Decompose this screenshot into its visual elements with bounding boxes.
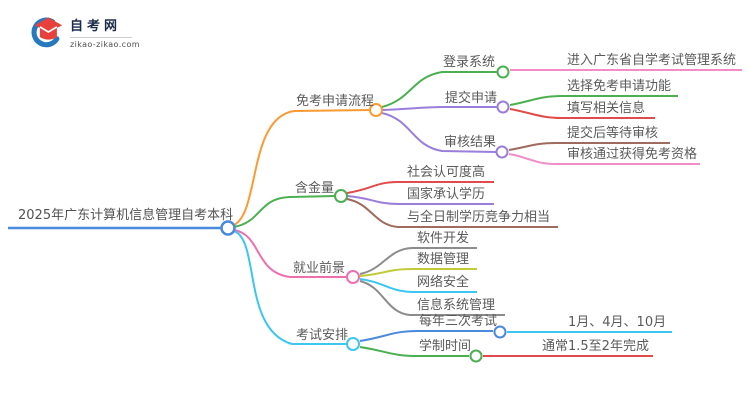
node-login-system[interactable]: 登录系统 bbox=[443, 55, 496, 70]
node-career-prospects[interactable]: 就业前景 bbox=[293, 261, 346, 276]
node-handle-login[interactable] bbox=[496, 65, 510, 79]
logo-domain: zikao-zikao.com bbox=[70, 40, 140, 49]
node-state-recognized[interactable]: 国家承认学历 bbox=[407, 187, 486, 202]
subbranch-line-exam-times bbox=[359, 330, 493, 342]
leaf-line-software-dev bbox=[359, 247, 477, 275]
branch-line-value bbox=[233, 195, 336, 228]
logo-divider bbox=[70, 37, 132, 38]
leaf-line-wait-review bbox=[508, 142, 670, 151]
node-network-security[interactable]: 网络安全 bbox=[417, 275, 470, 290]
node-handle-duration[interactable] bbox=[469, 349, 483, 363]
node-handle-exam[interactable] bbox=[346, 337, 360, 351]
node-wait-review[interactable]: 提交后等待审核 bbox=[567, 126, 659, 141]
node-get-qualification[interactable]: 审核通过获得免考资格 bbox=[567, 147, 698, 162]
node-data-mgmt[interactable]: 数据管理 bbox=[417, 252, 470, 267]
logo-title: 自考网 bbox=[70, 19, 122, 34]
leaf-line-social-recognition bbox=[346, 181, 494, 194]
subbranch-line-login bbox=[381, 71, 497, 108]
node-handle-value[interactable] bbox=[334, 189, 348, 203]
node-handle-exam-times[interactable] bbox=[493, 325, 507, 339]
root-node-label[interactable]: 2025年广东计算机信息管理自考本科 bbox=[18, 208, 234, 223]
leaf-line-network-security bbox=[359, 278, 477, 293]
node-software-dev[interactable]: 软件开发 bbox=[417, 231, 470, 246]
branch-line-exemption bbox=[233, 109, 371, 226]
branch-line-career bbox=[233, 229, 346, 278]
node-exam-schedule[interactable]: 考试安排 bbox=[296, 328, 349, 343]
branch-line-exam bbox=[233, 230, 346, 345]
subbranch-line-review bbox=[381, 112, 497, 153]
subbranch-line-duration bbox=[359, 346, 469, 357]
node-submit-application[interactable]: 提交申请 bbox=[445, 91, 498, 106]
leaf-line-data-mgmt bbox=[359, 268, 477, 277]
leaf-line-get-qualification bbox=[508, 153, 700, 165]
node-handle-career[interactable] bbox=[346, 270, 360, 284]
subbranch-line-submit bbox=[381, 106, 497, 111]
graduation-cap-icon bbox=[31, 17, 62, 48]
node-choose-function[interactable]: 选择免考申请功能 bbox=[567, 79, 672, 94]
node-exam-times[interactable]: 每年三次考试 bbox=[419, 314, 498, 329]
node-handle-review[interactable] bbox=[495, 145, 509, 159]
node-fulltime-competitive[interactable]: 与全日制学历竞争力相当 bbox=[407, 210, 551, 225]
leaf-line-state-recognized bbox=[346, 195, 494, 205]
node-enter-gd-system[interactable]: 进入广东省自学考试管理系统 bbox=[567, 53, 737, 68]
node-handle-exemption[interactable] bbox=[369, 103, 383, 117]
root-node-handle[interactable] bbox=[220, 220, 236, 236]
leaf-line-choose-function bbox=[509, 95, 678, 106]
leaf-line-fulltime-competitive bbox=[346, 198, 558, 228]
node-social-recognition[interactable]: 社会认可度高 bbox=[407, 165, 486, 180]
node-exam-months[interactable]: 1月、4月、10月 bbox=[568, 315, 667, 330]
site-logo[interactable]: 自考网 zikao-zikao.com bbox=[28, 14, 140, 50]
node-fill-info[interactable]: 填写相关信息 bbox=[567, 101, 646, 116]
leaf-line-fill-info bbox=[509, 108, 655, 119]
leaf-line-info-system-mgmt bbox=[359, 280, 505, 316]
node-value[interactable]: 含金量 bbox=[295, 181, 335, 196]
node-exemption-process[interactable]: 免考申请流程 bbox=[296, 94, 375, 109]
node-duration[interactable]: 学制时间 bbox=[419, 339, 472, 354]
node-review-result[interactable]: 审核结果 bbox=[444, 135, 497, 150]
node-duration-value[interactable]: 通常1.5至2年完成 bbox=[542, 339, 649, 354]
node-info-system-mgmt[interactable]: 信息系统管理 bbox=[417, 298, 496, 313]
node-handle-submit[interactable] bbox=[496, 100, 510, 114]
